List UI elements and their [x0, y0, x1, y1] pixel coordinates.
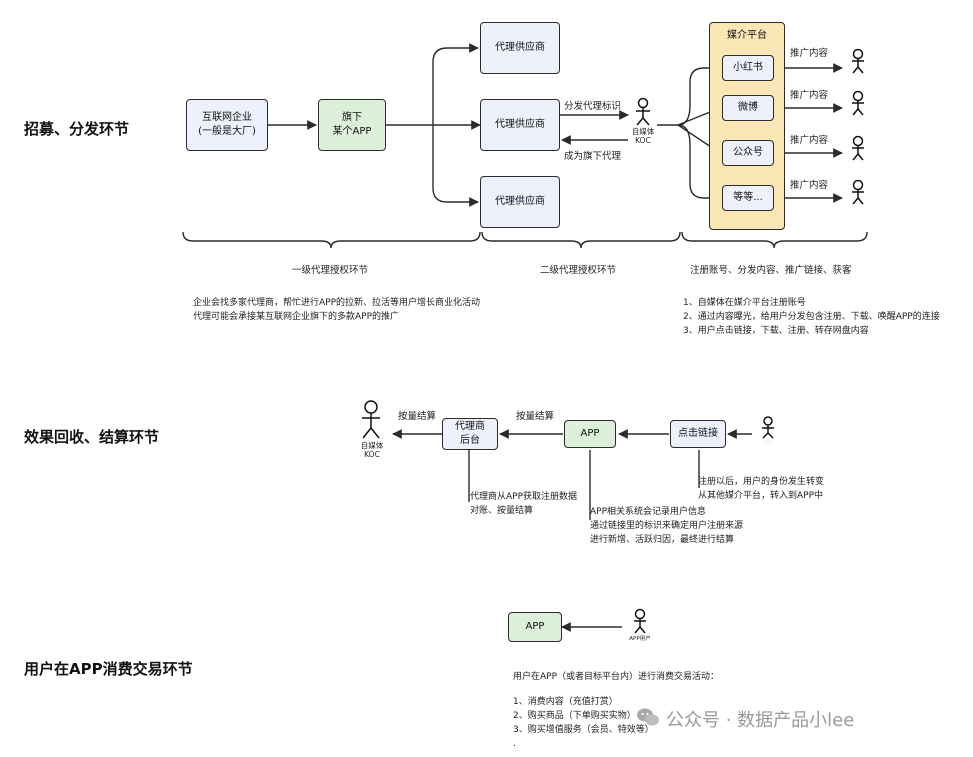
note-media-2: 2、通过内容曝光，给用户分发包含注册、下载、唤醒APP的连接 — [683, 312, 940, 322]
watermark: 公众号 · 数据产品小lee — [666, 710, 855, 731]
settle-koc-label: 自媒体 KOC — [360, 441, 384, 459]
note-media-3: 3、用户点击链接，下载、注册、转存网盘内容 — [683, 326, 869, 336]
label-promote-2: 推广内容 — [790, 90, 829, 101]
section-title-settle: 效果回收、结算环节 — [24, 428, 160, 446]
app-note-2: 通过链接里的标识来确定用户注册来源 — [590, 521, 744, 531]
consume-item-3: 3、购买增值服务（会员、特效等） — [513, 725, 654, 735]
platform-etc: 等等... — [722, 185, 774, 211]
note-enterprise-2: 代理可能会承接某互联网企业旗下的多款APP的推广 — [193, 312, 400, 322]
consume-item-1: 1、消费内容（充值打赏） — [513, 697, 618, 707]
consume-intro: 用户在APP（或者目标平台内）进行消费交易活动： — [513, 672, 720, 682]
arrow-branch-to-supplier1 — [432, 43, 479, 125]
app-note-3: 进行新增、活跃归因，最终进行结算 — [590, 535, 735, 545]
app-user-label: APP用户 — [629, 636, 651, 642]
supplier-node-2: 代理供应商 — [480, 99, 560, 151]
consume-item-2: 2、购买商品（下单购买实物） — [513, 711, 636, 721]
person-icons — [362, 48, 864, 634]
brace-second-level — [481, 231, 681, 249]
agent-note-1: 代理商从APP获取注册数据 — [470, 492, 578, 502]
label-register-flow: 注册账号、分发内容、推广链接、获客 — [690, 265, 852, 276]
internet-company-node: 互联网企业 (一般是大厂) — [186, 99, 268, 151]
agent-note-2: 对账、按量结算 — [470, 506, 534, 516]
label-distribute-tag: 分发代理标识 — [564, 101, 622, 112]
arrow-branch-to-supplier3 — [432, 125, 479, 207]
agent-backend-node: 代理商 后台 — [442, 418, 498, 450]
koc-label: 自媒体 KOC — [631, 127, 655, 145]
supplier-node-1: 代理供应商 — [480, 22, 560, 74]
app-user-person-icon — [634, 608, 646, 634]
click-note-1: 注册以后，用户的身份发生转变 — [698, 477, 825, 487]
label-promote-1: 推广内容 — [790, 48, 829, 59]
platform-gongzhonghao: 公众号 — [722, 140, 774, 166]
brace-register — [681, 231, 868, 249]
koc-person-icon — [636, 97, 650, 126]
settle-user-person-icon — [762, 416, 774, 439]
click-link-node: 点击链接 — [670, 420, 726, 448]
section-title-recruit: 招募、分发环节 — [24, 120, 130, 138]
platform-weibo: 微博 — [722, 95, 774, 121]
label-first-level: 一级代理授权环节 — [292, 265, 369, 276]
supplier-node-3: 代理供应商 — [480, 176, 560, 228]
app-node: 旗下 某个APP — [318, 99, 386, 151]
user2-person-icon — [852, 90, 864, 116]
user1-person-icon — [852, 48, 864, 74]
app-note-1: APP相关系统会记录用户信息 — [590, 507, 707, 517]
consume-dot: . — [513, 739, 516, 749]
consume-app-node: APP — [508, 612, 562, 642]
label-second-level: 二级代理授权环节 — [540, 265, 617, 276]
label-pay-1: 按量结算 — [398, 411, 437, 422]
note-enterprise-1: 企业会找多家代理商，帮忙进行APP的拉新、拉活等用户增长商业化活动 — [193, 298, 481, 308]
user4-person-icon — [852, 179, 864, 205]
note-media-1: 1、自媒体在媒介平台注册账号 — [683, 298, 806, 308]
user3-person-icon — [852, 135, 864, 161]
click-note-2: 从其他媒介平台，转入到APP中 — [698, 491, 824, 501]
settle-app-node: APP — [564, 420, 616, 448]
arrow-koc-to-etc — [677, 124, 721, 203]
label-promote-3: 推广内容 — [790, 135, 829, 146]
brace-first-level — [182, 231, 481, 249]
wechat-icon — [637, 708, 659, 726]
platform-xiaohongshu: 小红书 — [722, 55, 774, 81]
label-promote-4: 推广内容 — [790, 180, 829, 191]
label-pay-2: 按量结算 — [516, 411, 555, 422]
settle-koc-person-icon — [362, 400, 380, 439]
section-title-consume: 用户在APP消费交易环节 — [24, 660, 193, 678]
label-become-agent: 成为旗下代理 — [564, 151, 622, 162]
settle-user-caption: · · · — [764, 440, 772, 445]
